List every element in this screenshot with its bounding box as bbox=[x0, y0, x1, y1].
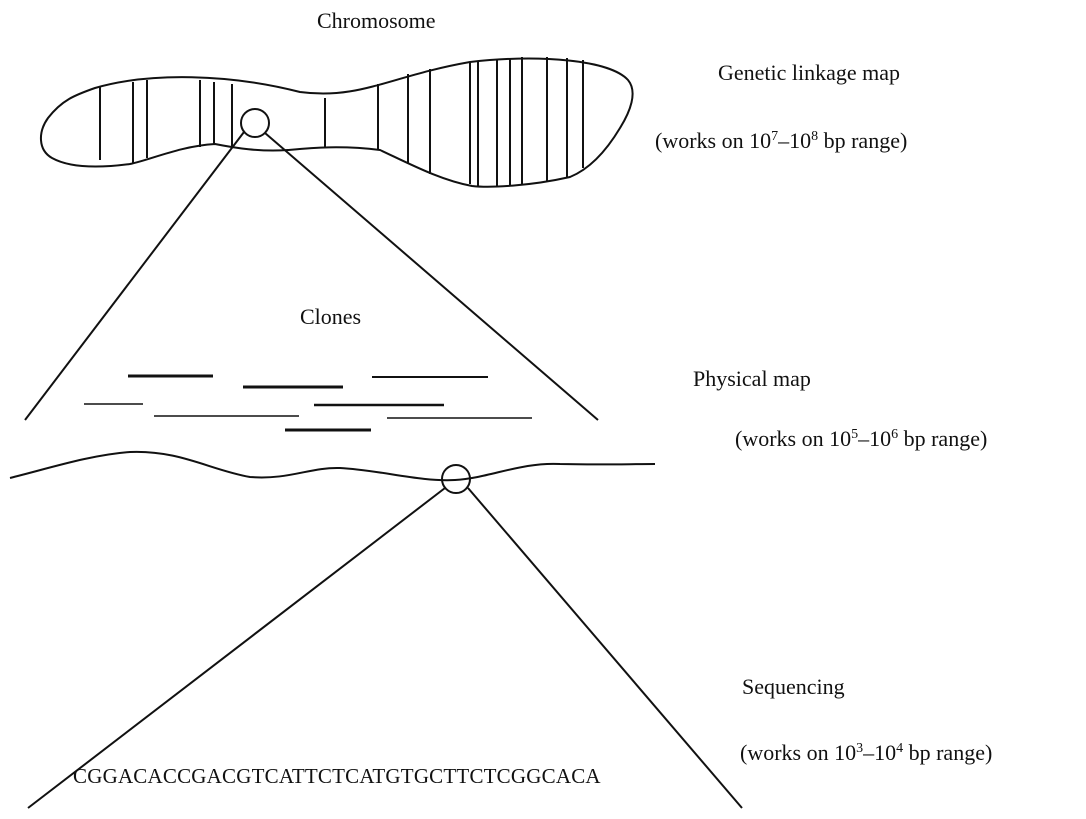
genetic-range-label: (works on 107–108 bp range) bbox=[655, 130, 907, 152]
projection-line-right-lower bbox=[468, 488, 742, 808]
sequencing-label: Sequencing bbox=[742, 676, 845, 698]
sequencing-range-label: (works on 103–104 bp range) bbox=[740, 742, 992, 764]
dna-sequence: CGGACACCGACGTCATTCTCATGTGCTTCTCGGCACA bbox=[73, 766, 601, 787]
chromosome-zoom-circle bbox=[241, 109, 269, 137]
physical-map-label: Physical map bbox=[693, 368, 811, 390]
projection-line-left-lower bbox=[28, 488, 445, 808]
chromosome-label: Chromosome bbox=[317, 10, 436, 32]
physical-range-label: (works on 105–106 bp range) bbox=[735, 428, 987, 450]
genetic-linkage-map-label: Genetic linkage map bbox=[718, 62, 900, 84]
clones-label: Clones bbox=[300, 306, 361, 328]
chromosome-outline bbox=[41, 59, 633, 187]
physical-map-line bbox=[10, 452, 655, 480]
clone-fragments bbox=[84, 376, 532, 430]
